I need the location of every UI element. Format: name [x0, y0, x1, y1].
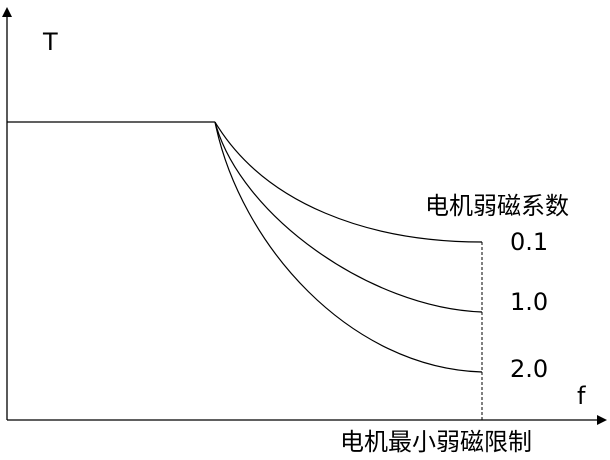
curve-coefficient-0-1 [214, 121, 483, 243]
coefficient-label-2-0: 2.0 [510, 355, 548, 383]
y-axis-label: T [42, 28, 58, 56]
curve-coefficient-1-0 [214, 121, 483, 313]
coefficient-label-1-0: 1.0 [510, 288, 548, 316]
curve-coefficient-2-0 [214, 121, 483, 373]
x-axis-label: f [577, 382, 586, 410]
coefficient-label-0-1: 0.1 [510, 228, 548, 256]
limit-label: 电机最小弱磁限制 [340, 428, 532, 456]
coefficient-heading: 电机弱磁系数 [425, 192, 569, 220]
